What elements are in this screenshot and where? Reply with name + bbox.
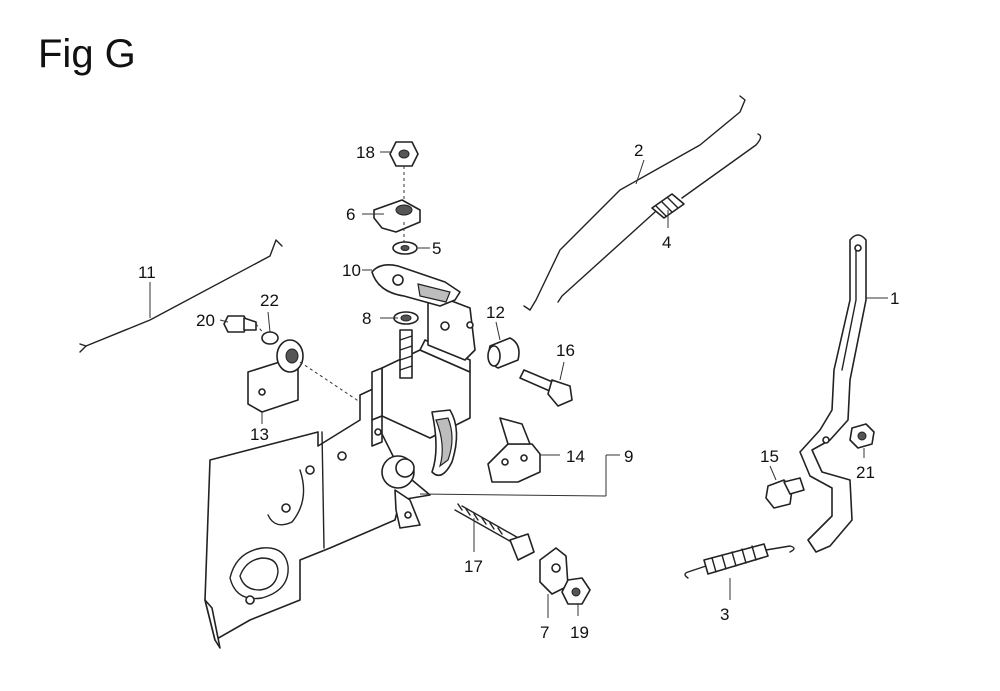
callout-4: 4: [662, 233, 671, 252]
callout-14: 14: [566, 447, 585, 466]
callouts: 1 2 3 4 5 6 7 8 9 10 11 12 13 14 15 16 1…: [138, 141, 899, 642]
callout-12: 12: [486, 303, 505, 322]
callout-22: 22: [260, 291, 279, 310]
control-lever: [799, 234, 867, 553]
callout-9: 9: [624, 447, 633, 466]
callout-20: 20: [196, 311, 215, 330]
callout-15: 15: [760, 447, 779, 466]
callout-19: 19: [570, 623, 589, 642]
figure-title: Fig G: [38, 32, 136, 76]
governor-rod: [523, 95, 746, 311]
cable-bracket: [223, 315, 304, 413]
top-fasteners: [373, 141, 421, 255]
callout-17: 17: [464, 557, 483, 576]
choke-rod: [79, 239, 283, 353]
return-spring: [684, 543, 795, 579]
control-base-plate: [204, 387, 431, 649]
callout-11: 11: [138, 263, 156, 282]
callout-21: 21: [856, 463, 875, 482]
leader-lines: [149, 151, 888, 618]
governor-lever: [371, 264, 461, 379]
callout-3: 3: [720, 605, 729, 624]
callout-2: 2: [634, 141, 643, 160]
callout-6: 6: [346, 205, 355, 224]
callout-13: 13: [250, 425, 269, 444]
governor-spring-rod: [557, 133, 762, 303]
collar-and-bolt: [487, 337, 573, 407]
callout-1: 1: [890, 289, 899, 308]
callout-16: 16: [556, 341, 575, 360]
lever-fasteners: [765, 423, 875, 509]
callout-18: 18: [356, 143, 375, 162]
callout-7: 7: [540, 623, 549, 642]
callout-8: 8: [362, 309, 371, 328]
adjusting-screw-assembly: [454, 503, 591, 605]
callout-10: 10: [342, 261, 361, 280]
control-box: [371, 291, 476, 529]
stop-plate: [487, 417, 541, 483]
callout-5: 5: [432, 239, 441, 258]
